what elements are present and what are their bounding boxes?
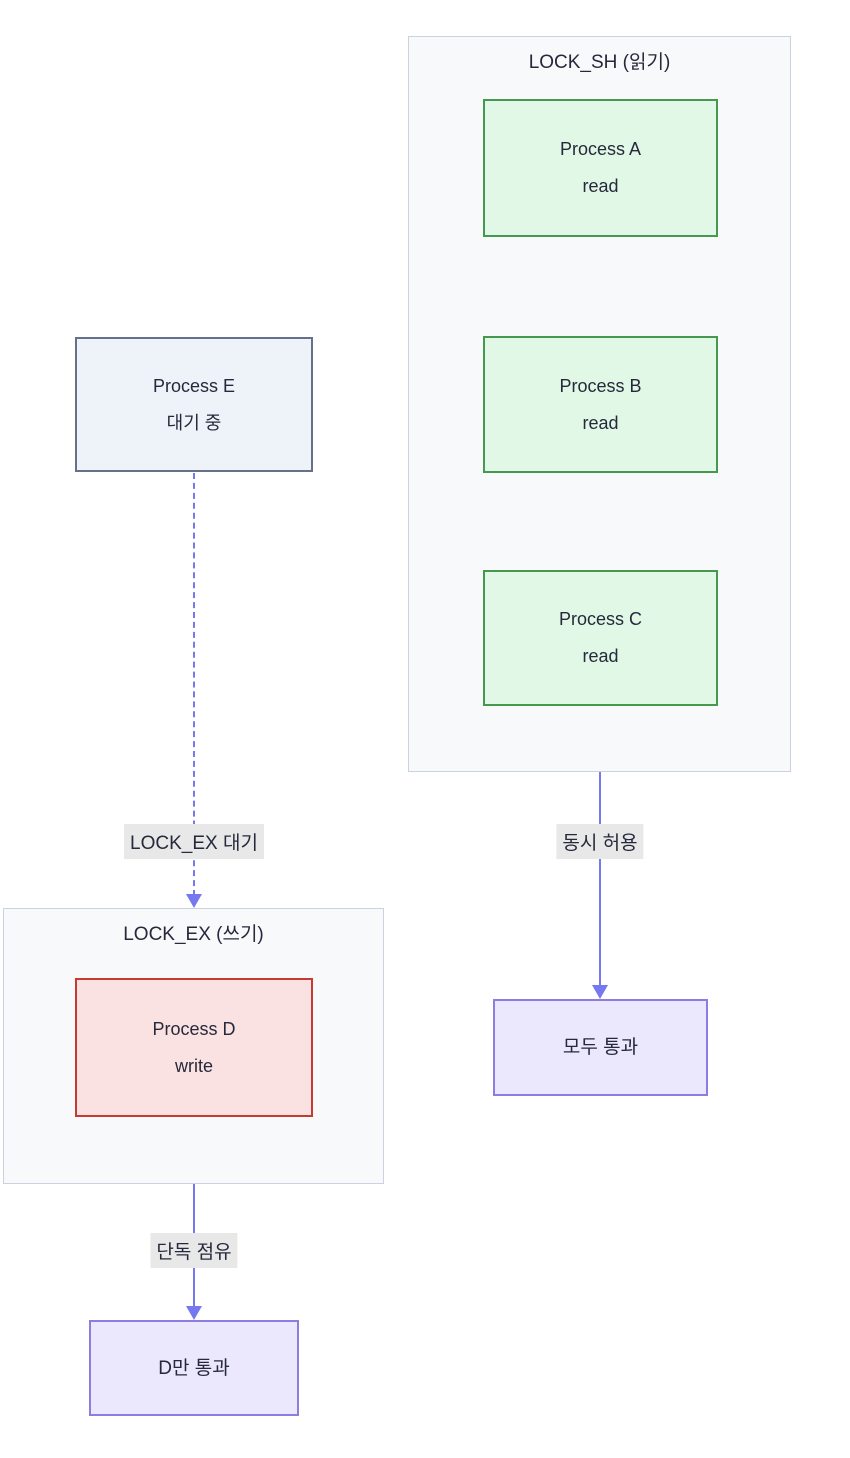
node-process-e-name: Process E: [152, 375, 236, 396]
edge-processe-lockex: [192, 473, 195, 896]
node-pass-all-label: 모두 통과: [562, 1037, 639, 1058]
node-process-b: Process B read: [483, 336, 718, 473]
edge-label-exclusive: 단독 점유: [150, 1233, 238, 1268]
arrowhead-passd: [186, 1306, 202, 1320]
node-process-a-action: read: [582, 176, 619, 196]
node-process-d: Process D write: [75, 978, 313, 1117]
node-process-a: Process A read: [483, 99, 718, 237]
node-process-c-action: read: [582, 646, 619, 666]
cluster-lock-ex: LOCK_EX (쓰기): [3, 908, 384, 1184]
node-process-e: Process E 대기 중: [75, 337, 313, 472]
node-process-c-name: Process C: [558, 609, 643, 629]
cluster-lock-ex-title: LOCK_EX (쓰기): [123, 924, 264, 945]
edge-label-concurrent: 동시 허용: [556, 824, 644, 859]
arrowhead-lockex: [186, 894, 202, 908]
node-process-b-name: Process B: [559, 375, 642, 396]
node-process-d-name: Process D: [152, 1018, 236, 1039]
node-process-e-status: 대기 중: [166, 412, 222, 433]
edge-locksh-passall: [598, 772, 601, 986]
node-pass-d: D만 통과: [89, 1320, 299, 1416]
cluster-lock-sh-title: LOCK_SH (읽기): [528, 52, 671, 73]
node-process-b-action: read: [582, 412, 619, 433]
node-process-a-name: Process A: [559, 139, 642, 159]
edge-label-lockex-wait: LOCK_EX 대기: [124, 824, 264, 859]
node-pass-d-label: D만 통과: [158, 1357, 230, 1379]
arrowhead-passall: [592, 985, 608, 999]
node-process-d-action: write: [174, 1055, 213, 1076]
node-pass-all: 모두 통과: [493, 999, 708, 1096]
node-process-c: Process C read: [483, 570, 718, 706]
